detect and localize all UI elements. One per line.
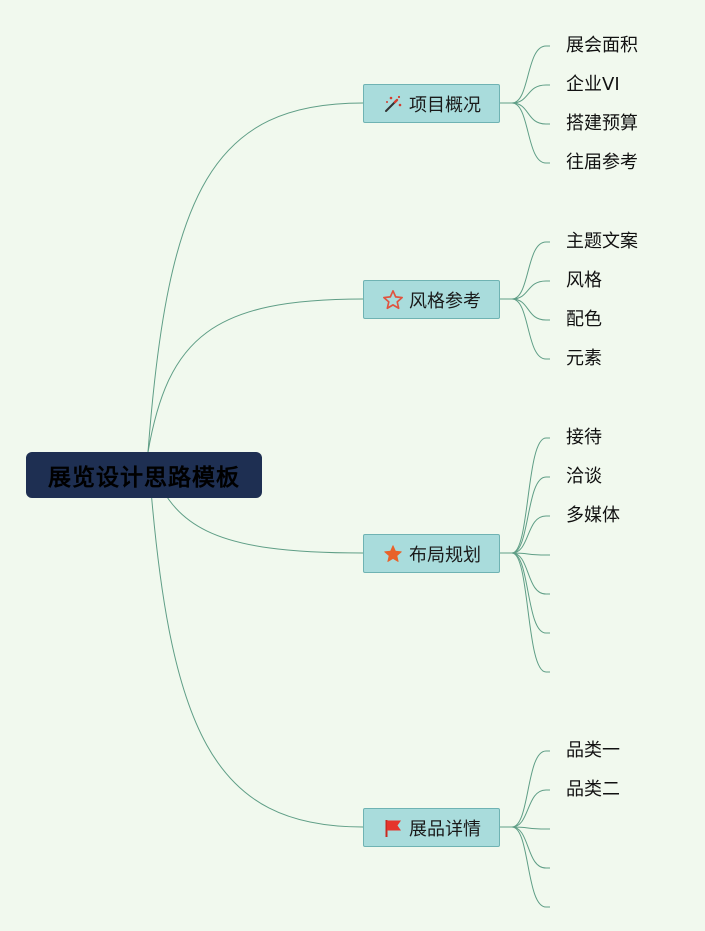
leaf-node[interactable]: 品类一 [566,740,620,761]
magic-wand-icon [382,93,404,115]
connector-line [500,826,550,869]
leaf-node[interactable]: 往届参考 [566,152,638,173]
branch-node-exhibit-details[interactable]: 展品详情 [363,808,500,847]
connector-line [500,298,550,360]
connector-line [500,45,550,104]
connector-line [147,451,364,828]
branch-label: 风格参考 [409,290,481,312]
root-node[interactable]: 展览设计思路模板 [26,452,262,498]
branch-node-project-overview[interactable]: 项目概况 [363,84,500,123]
star-outline-icon [382,289,404,311]
leaf-node[interactable]: 企业VI [566,74,620,95]
connector-line [500,789,550,828]
leaf-node[interactable]: 多媒体 [566,505,620,526]
leaf-node[interactable]: 风格 [566,270,602,291]
branch-node-style-reference[interactable]: 风格参考 [363,280,500,319]
branch-node-layout-planning[interactable]: 布局规划 [363,534,500,573]
connector-line [500,241,550,300]
leaf-node[interactable]: 展会面积 [566,35,638,56]
leaf-node[interactable]: 主题文案 [566,231,638,252]
leaf-node[interactable]: 接待 [566,427,602,448]
leaf-node[interactable]: 品类二 [566,779,620,800]
connector-line [147,102,364,453]
connector-line [500,552,550,673]
leaf-node[interactable]: 搭建预算 [566,113,638,134]
star-filled-icon [382,543,404,565]
connector-line [147,298,364,453]
connector-line [500,750,550,828]
branch-label: 展品详情 [409,818,481,840]
leaf-node[interactable]: 元素 [566,348,602,369]
connector-line [500,437,550,554]
red-flag-icon [382,817,404,839]
connector-line [500,476,550,554]
connector-line [500,826,550,908]
branch-label: 项目概况 [409,94,481,116]
root-title: 展览设计思路模板 [48,465,240,491]
leaf-node[interactable]: 洽谈 [566,466,602,487]
leaf-node[interactable]: 配色 [566,309,602,330]
connector-line [500,102,550,164]
branch-label: 布局规划 [409,544,481,566]
